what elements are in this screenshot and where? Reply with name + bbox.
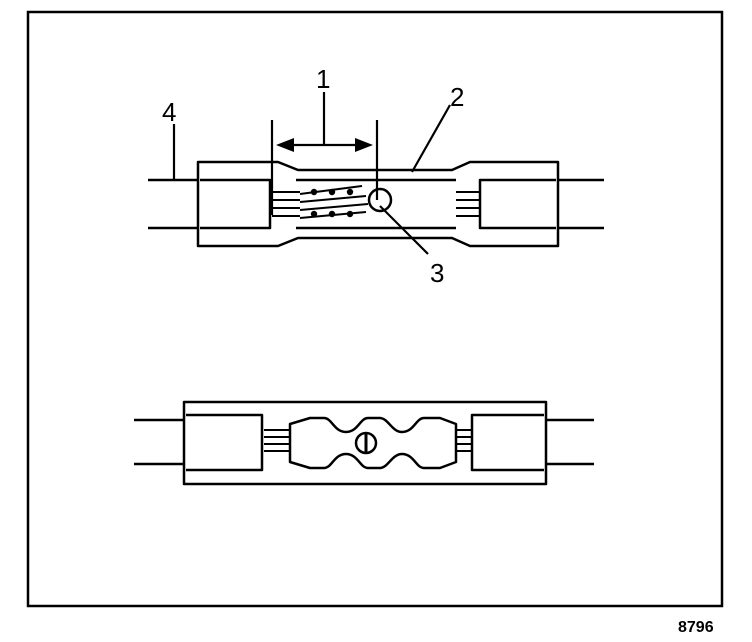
crimped-left-inner: [186, 413, 264, 472]
leader-two: [411, 104, 451, 173]
strand-dots: [310, 188, 354, 218]
crimped-right-inner: [470, 413, 544, 472]
splice-sleeve-crimped: [134, 400, 594, 486]
callout-two: 2: [450, 82, 464, 112]
callout-three: 3: [430, 258, 444, 288]
leader-lines: [172, 104, 451, 255]
figure-id: 8796: [678, 619, 714, 636]
crimped-barrel: [288, 416, 458, 470]
left-strands: [272, 191, 300, 217]
sleeve-outline: [196, 160, 560, 248]
crimped-left-strands: [264, 429, 290, 452]
splice-sleeve-uncrimped: [148, 160, 604, 248]
crimped-right-strands: [456, 429, 472, 452]
right-insulator-inner: [478, 178, 556, 230]
callout-one: 1: [316, 64, 330, 94]
crimped-inspection-hole: [354, 431, 378, 455]
right-strands: [456, 191, 480, 217]
left-insulator-inner: [200, 178, 272, 230]
leader-three: [379, 205, 429, 255]
crimped-insulator-body: [182, 400, 548, 486]
callout-four: 4: [162, 97, 176, 127]
diagram-frame: [26, 10, 724, 608]
strip-length-dimension: [270, 92, 379, 215]
inspection-hole: [367, 187, 393, 213]
